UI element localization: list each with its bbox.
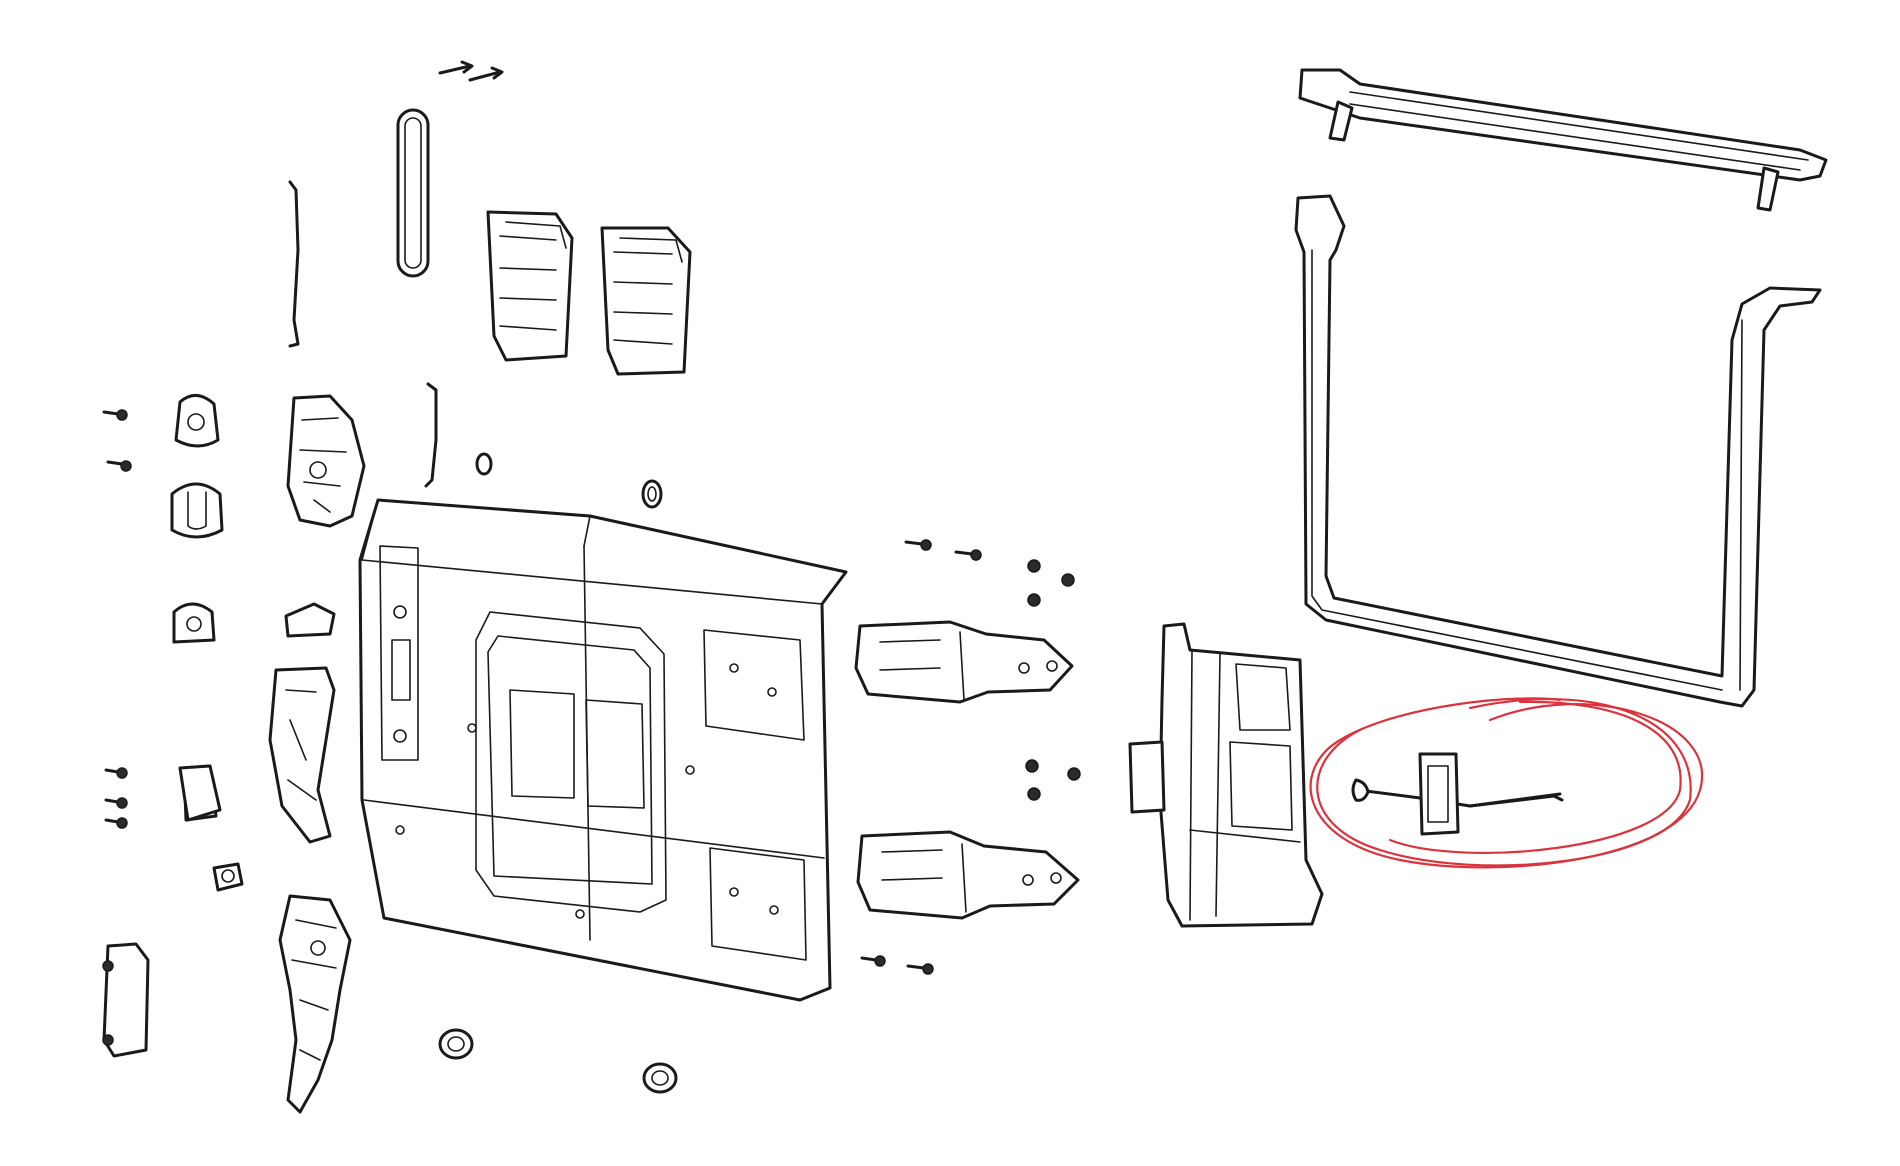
part-latch-cable-clip: [1351, 752, 1564, 836]
part-pin-arrows: [438, 60, 504, 82]
part-seal-strip: [396, 108, 430, 278]
part-glass-seal-frame: [1294, 194, 1822, 708]
part-grommets-panel: [438, 452, 678, 1094]
part-small-latch-left: [178, 764, 222, 822]
part-handle-latch-assembly: [278, 894, 352, 1114]
part-hinge-bracket-assembly: [1128, 622, 1324, 928]
part-hinge-screws: [860, 539, 1081, 975]
highlight-circle: [1309, 697, 1704, 869]
part-catch: [284, 602, 336, 638]
part-latch-upper: [286, 394, 366, 528]
part-striker-bracket: [174, 394, 220, 448]
part-upper-crossbar: [1298, 68, 1828, 212]
part-u-clip: [170, 482, 224, 539]
part-tailgate-panel: [358, 498, 848, 1002]
part-bumper: [172, 602, 216, 644]
part-mount-plate: [102, 942, 150, 1058]
part-latch-housing: [268, 666, 336, 844]
part-screws-left: [102, 409, 132, 829]
part-vent-left: [486, 210, 574, 362]
part-hinge-lower: [856, 830, 1080, 920]
part-hinge-upper: [854, 620, 1074, 704]
part-vent-right: [600, 226, 692, 376]
part-link-rod: [424, 382, 438, 488]
part-grommet-left: [212, 862, 244, 892]
part-release-rod: [288, 180, 300, 348]
